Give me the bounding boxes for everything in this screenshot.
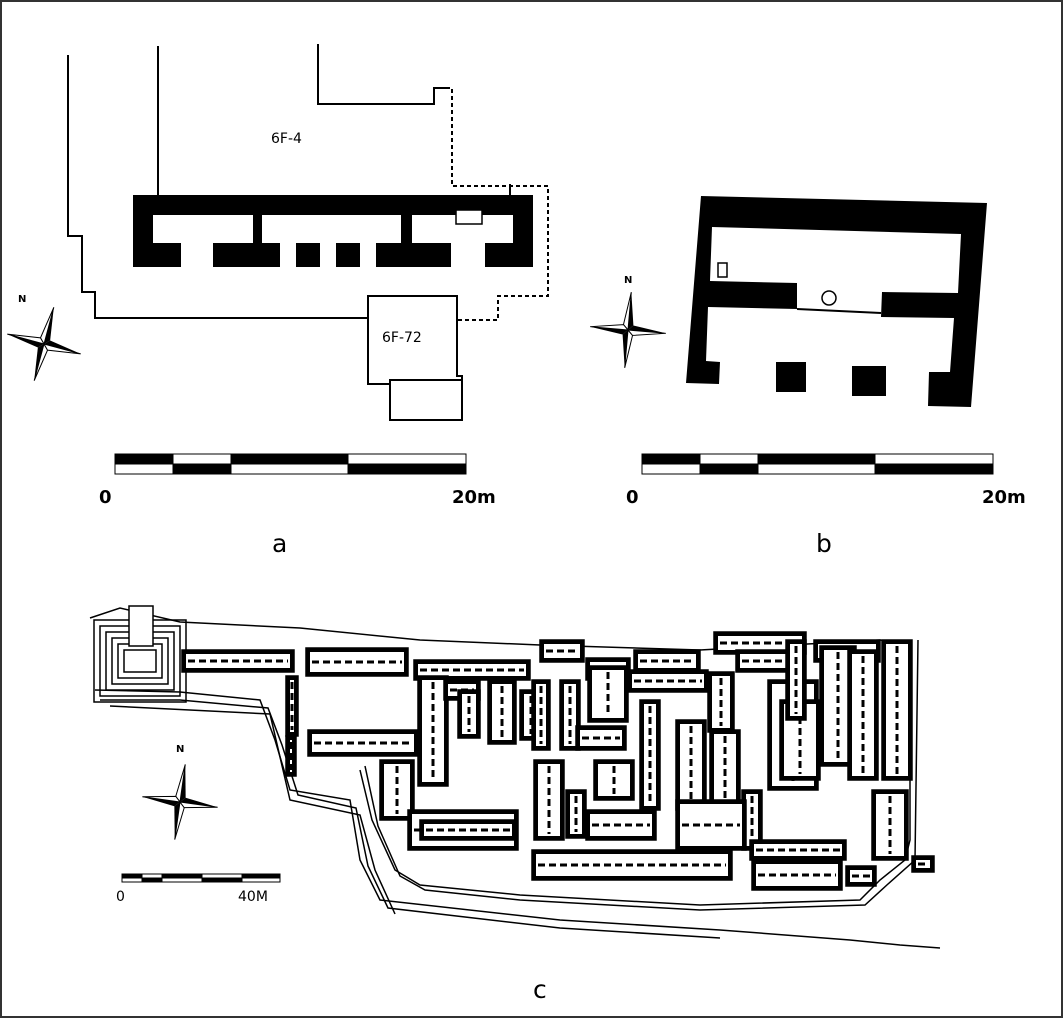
site-building-room — [754, 844, 842, 856]
scale-b-start: 0 — [626, 487, 639, 508]
panel-c — [89, 605, 941, 949]
site-building-room — [850, 870, 872, 882]
label-6f-72: 6F-72 — [382, 330, 422, 346]
scale-a-start: 0 — [99, 487, 112, 508]
scale-c-start: 0 — [116, 889, 125, 905]
pyramid — [93, 605, 187, 703]
site-building-room — [580, 730, 622, 746]
structure-6f-72 — [367, 295, 463, 421]
scale-bar-b — [641, 453, 994, 475]
label-6f-4: 6F-4 — [271, 131, 302, 147]
north-label-b: N — [624, 275, 632, 286]
panel-letter-c: c — [533, 975, 547, 1004]
north-arrow-c — [136, 758, 224, 846]
platform-outline-west — [67, 55, 368, 319]
scale-b-end: 20m — [982, 487, 1026, 508]
site-building-room — [886, 644, 908, 776]
site-building-room — [418, 664, 526, 676]
panel-b — [686, 196, 987, 407]
panel-letter-b: b — [816, 529, 832, 558]
scale-bar-a — [114, 453, 467, 475]
panel-letter-a: a — [272, 529, 287, 558]
scale-a-end: 20m — [452, 487, 496, 508]
panel-a: 6F-4 6F-72 — [67, 44, 549, 421]
scale-bar-c — [121, 873, 281, 883]
site-buildings — [181, 631, 935, 891]
scale-c-end: 40M — [238, 889, 268, 905]
north-arrow-b — [586, 288, 670, 372]
structure-b-walls — [686, 196, 987, 407]
north-arrow-a — [0, 296, 92, 392]
site-building-room — [424, 824, 512, 836]
north-label-a: N — [18, 294, 26, 305]
north-label-c: N — [176, 744, 184, 755]
